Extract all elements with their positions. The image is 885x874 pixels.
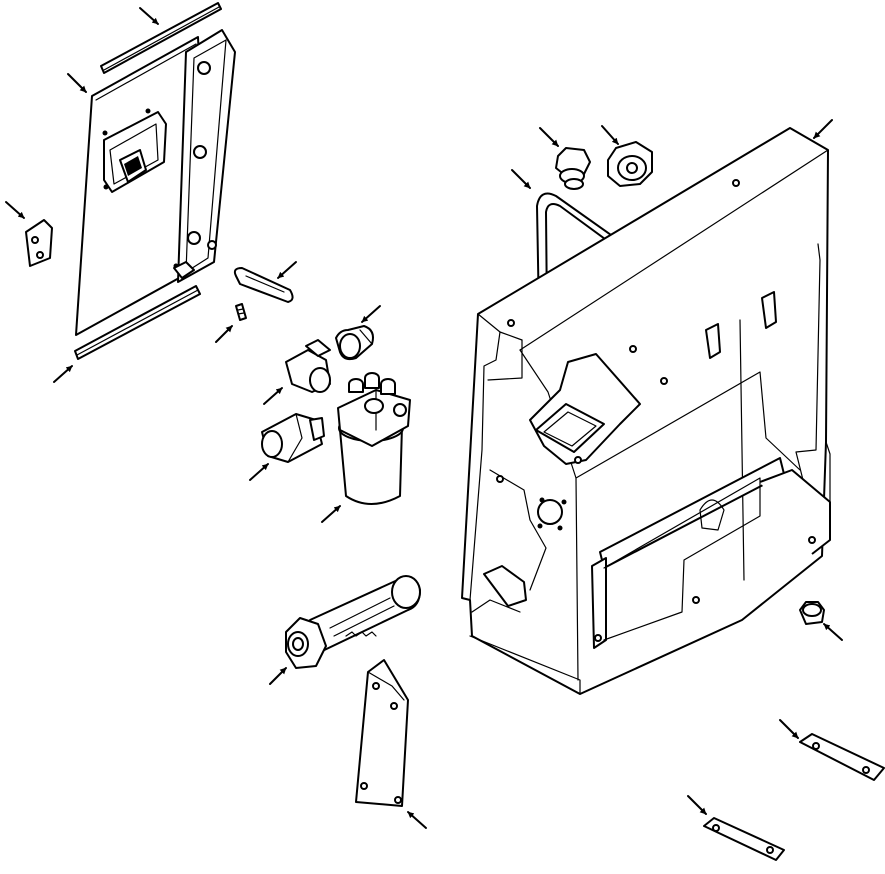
strap-bottom <box>703 817 785 861</box>
drain-plug <box>799 601 825 625</box>
elbow-fitting <box>285 339 331 393</box>
arrow-icon <box>687 795 707 815</box>
arrow-icon <box>779 719 799 739</box>
arrow-icon <box>813 119 833 139</box>
arrow-icon <box>539 127 559 147</box>
strap-right <box>799 733 885 781</box>
arrow-icon <box>215 325 233 343</box>
set-screw <box>235 303 247 321</box>
arrow-icon <box>407 811 427 829</box>
arrow-icon <box>601 125 619 145</box>
fill-plug <box>555 147 591 190</box>
callout-arrows <box>5 7 843 829</box>
hydraulic-filter <box>337 372 411 505</box>
small-latch-bracket <box>25 219 53 267</box>
mounting-plate <box>355 659 409 807</box>
slotted-link <box>233 267 294 303</box>
arrow-icon <box>263 387 283 405</box>
bottom-seal-strip <box>74 285 201 360</box>
quick-connect-fitting <box>261 413 325 463</box>
arrow-icon <box>5 201 25 219</box>
arrow-icon <box>361 305 381 323</box>
arrow-icon <box>823 623 843 641</box>
arrow-icon <box>269 667 287 685</box>
hinge-bracket <box>173 29 236 283</box>
top-seal-strip <box>100 2 222 74</box>
arrow-icon <box>321 505 341 523</box>
arrow-icon <box>139 7 159 25</box>
arrow-icon <box>249 463 269 481</box>
suction-strainer <box>285 575 421 669</box>
arrow-icon <box>277 261 297 279</box>
straight-fitting <box>335 325 374 361</box>
arrow-icon <box>67 73 87 93</box>
arrow-icon <box>511 169 531 189</box>
arrow-icon <box>53 365 73 383</box>
breather-cap <box>607 141 653 187</box>
hydraulic-tank <box>461 127 831 695</box>
